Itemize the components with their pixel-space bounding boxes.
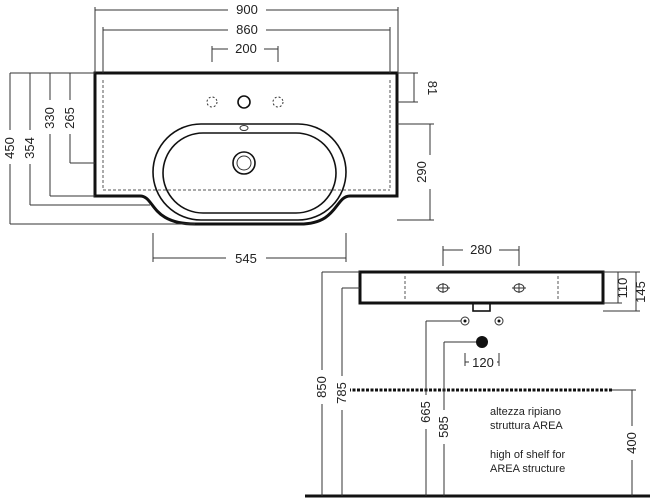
water-supply-left [460,316,470,326]
tap-hole-center [237,95,251,109]
dim-120: 120 [472,355,494,370]
tap-hole-left [206,96,218,108]
dim-81: 81 [425,81,440,95]
dim-280: 280 [470,242,492,257]
dim-400: 400 [624,432,639,454]
tap-hole-right [272,96,284,108]
dim-585: 585 [436,416,451,438]
dim-354: 354 [22,137,37,159]
bowl-inner [162,132,337,214]
dim-290: 290 [414,161,429,183]
dim-860: 860 [236,22,258,37]
drain-outlet [476,336,488,348]
dim-145: 145 [633,281,648,303]
dim-545: 545 [235,251,257,266]
dim-110: 110 [615,278,630,299]
dim-665: 665 [418,401,433,423]
dim-330: 330 [42,107,57,129]
top-view: 900 860 200 81 290 545 [2,2,440,266]
note-it-line-1: altezza ripiano [490,406,561,418]
water-supply-right [494,316,504,326]
dim-450: 450 [2,137,17,159]
front-view: 280 110 145 120 850 [305,242,650,498]
drain-circle [232,151,256,175]
dim-265: 265 [62,107,77,129]
dim-200: 200 [235,41,257,56]
dim-850: 850 [314,376,329,398]
waste-spout [472,302,491,312]
dim-900: 900 [236,2,258,17]
bowl-outline [152,123,347,221]
note-en-line-1: high of shelf for [490,449,566,461]
basin-outline [93,71,399,226]
note-en-line-2: AREA structure [490,463,565,475]
fixing-left [436,283,450,293]
basin-front [358,270,605,305]
dim-785: 785 [334,382,349,404]
fixing-right [512,283,526,293]
overflow-slot [239,125,249,131]
note-it-line-2: struttura AREA [490,420,563,432]
